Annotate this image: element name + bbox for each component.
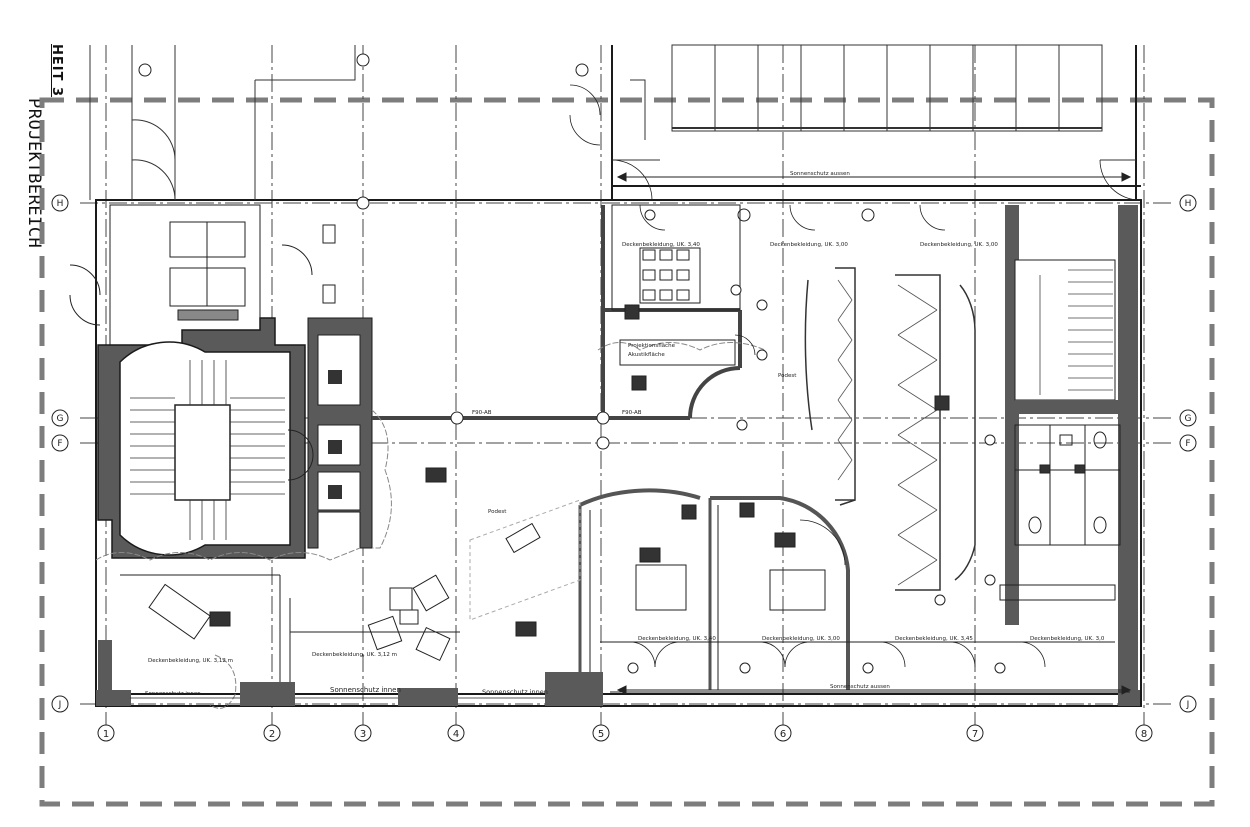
- grid-col-7: 7: [972, 729, 978, 740]
- label-decke-4: Deckenbekleidung, UK. 3,12 m: [148, 658, 233, 664]
- grid-row-right-h: H: [1185, 199, 1192, 209]
- label-decke-6: Deckenbekleidung, UK. 3,40: [638, 636, 716, 642]
- grid-col-1: 1: [103, 729, 109, 740]
- grid-row-left-g: G: [57, 414, 64, 424]
- project-boundary: [39, 97, 1215, 807]
- grid-row-bubbles-left: [51, 194, 69, 713]
- grid-row-right-j: J: [1186, 700, 1190, 710]
- label-akustikflaeche: Akustikfläche: [628, 352, 665, 358]
- truss-pattern: [837, 279, 938, 586]
- label-f90ab-1: F90-AB: [472, 410, 492, 416]
- grid-col-6: 6: [780, 729, 786, 740]
- label-decke-5: Deckenbekleidung, UK. 3,12 m: [312, 652, 397, 658]
- label-decke-2: Deckenbekleidung, UK. 3,00: [770, 242, 848, 248]
- label-sonnenschutz-innen-2: Sonnenschutz innen: [330, 686, 401, 694]
- left-entrance-strip: [89, 45, 356, 201]
- f90-partitions: [372, 205, 742, 420]
- meeting-room: [611, 204, 741, 391]
- lower-offices: [120, 395, 1116, 690]
- right-stair-core: [1005, 205, 1138, 700]
- label-decke-9: Deckenbekleidung, UK. 3,0: [1030, 636, 1105, 642]
- grid-column-bubbles: [97, 724, 1153, 742]
- label-decke-7: Deckenbekleidung, UK. 3,00: [762, 636, 840, 642]
- service-core: [287, 317, 373, 549]
- label-podest-2: Podest: [778, 373, 797, 379]
- label-sonnenschutz-aussen-bottom: Sonnenschutz aussen: [830, 684, 890, 690]
- bottom-facade: [96, 640, 1140, 706]
- grid-col-8: 8: [1141, 729, 1147, 740]
- grid-row-left-h: H: [57, 199, 64, 209]
- label-podest: Podest: [488, 509, 507, 515]
- canopy-structure: [612, 44, 1136, 161]
- revision-clouds: [95, 342, 766, 709]
- grid-col-5: 5: [598, 729, 604, 740]
- doors: [569, 84, 1141, 668]
- sun-protection-lines: [616, 172, 1132, 695]
- label-decke-1: Deckenbekleidung, UK. 3,40: [622, 242, 700, 248]
- restrooms: [1014, 424, 1121, 546]
- label-sonnenschutz-innen-3: Sonnenschutz innen: [482, 688, 548, 696]
- grid-row-left-f: F: [57, 439, 62, 449]
- label-decke-8: Deckenbekleidung, UK. 3,45: [895, 636, 973, 642]
- lounge-furniture: [148, 499, 581, 662]
- label-sonnenschutz-innen-1: Sonnenschutz innen: [145, 691, 201, 697]
- grid-row-right-g: G: [1185, 414, 1192, 424]
- label-f90ab-2: F90-AB: [622, 410, 642, 416]
- grid-row-bubbles-right: [1179, 194, 1197, 713]
- staircase: [97, 317, 306, 559]
- columns: [627, 209, 1006, 674]
- label-decke-3: Deckenbekleidung, UK. 3,00: [920, 242, 998, 248]
- left-upper-room: [69, 204, 336, 346]
- curved-exhibition-walls: [804, 267, 976, 591]
- grid-row-right-f: F: [1185, 439, 1190, 449]
- label-projektionsflaeche: Projektionsfläche: [628, 343, 676, 349]
- grid-row-left-j: J: [58, 700, 62, 710]
- grid-col-2: 2: [269, 729, 275, 740]
- grid-col-3: 3: [360, 729, 366, 740]
- label-sonnenschutz-aussen-top: Sonnenschutz aussen: [790, 171, 850, 177]
- grid-col-4: 4: [453, 729, 459, 740]
